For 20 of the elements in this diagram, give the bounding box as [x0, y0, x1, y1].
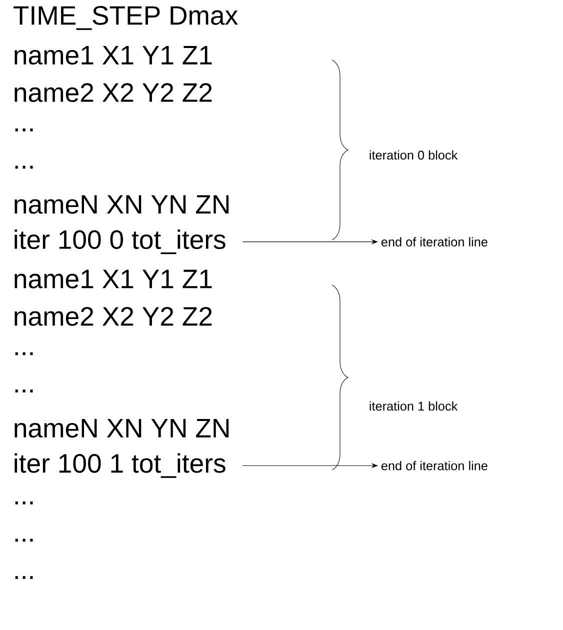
text-line: TIME_STEP Dmax: [14, 6, 238, 30]
text-line: name2 X2 Y2 Z2: [14, 306, 212, 326]
brace-label: iteration 1 block: [370, 401, 458, 411]
text-line: iter 100 1 tot_iters: [14, 453, 226, 478]
text-line: ...: [15, 576, 33, 579]
text-line: ...: [15, 166, 33, 169]
annotation-text: end of iteration line: [381, 460, 488, 470]
text-line: ...: [15, 390, 33, 392]
text-line: ...: [15, 352, 33, 356]
text-line: name2 X2 Y2 Z2: [14, 83, 212, 102]
brace-label: iteration 0 block: [370, 150, 458, 160]
text-line: name1 X1 Y1 Z1: [14, 46, 212, 65]
text-line: nameN XN YN ZN: [14, 419, 229, 438]
text-line: nameN XN YN ZN: [14, 195, 229, 214]
text-line: ...: [15, 128, 33, 132]
text-line: iter 100 0 tot_iters: [14, 230, 226, 254]
text-line: ...: [15, 501, 33, 504]
text-line: name1 X1 Y1 Z1: [14, 270, 212, 288]
text-line: ...: [15, 538, 33, 542]
annotation-text: end of iteration line: [381, 237, 488, 246]
